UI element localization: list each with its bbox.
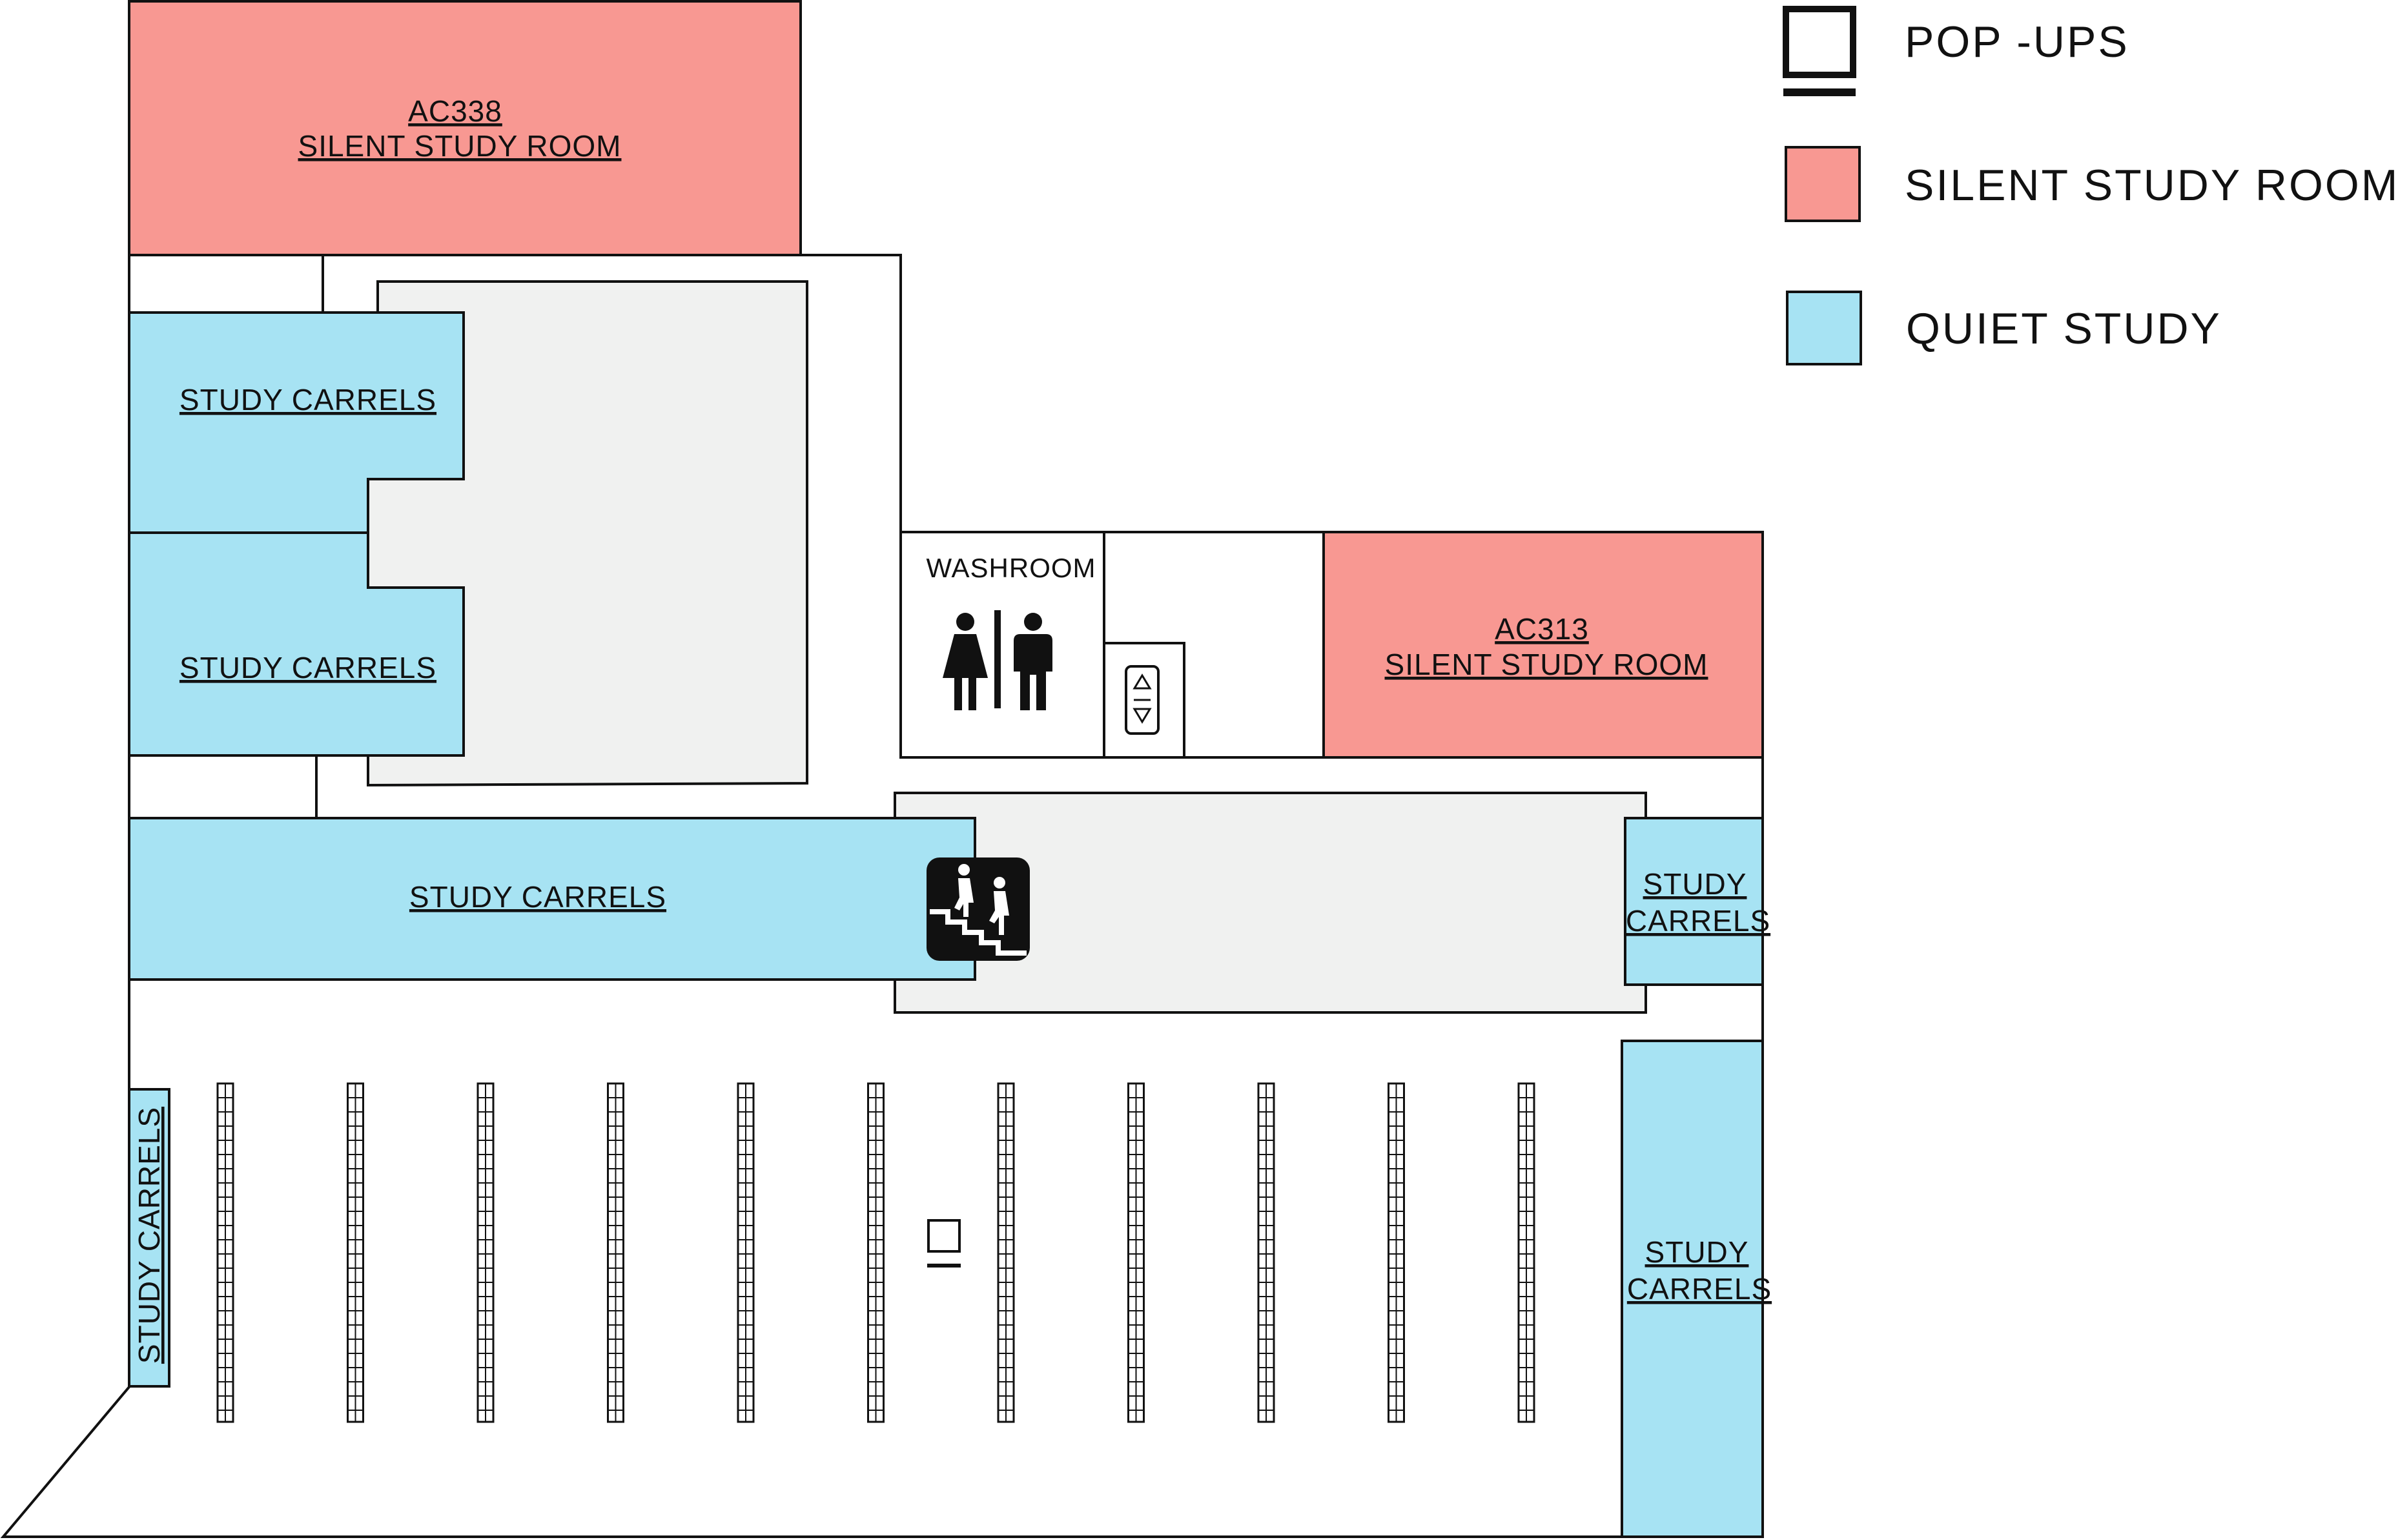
legend-item-quiet: QUIET STUDY [1786, 291, 2222, 365]
popup-station[interactable] [927, 1219, 961, 1268]
stairs-steps [930, 909, 1027, 956]
washroom-label: WASHROOM [926, 553, 1096, 583]
bookshelf-icon [477, 1082, 495, 1423]
carrels-long-band-label: STUDY CARRELS [409, 880, 666, 914]
bookshelf-icon [737, 1082, 755, 1423]
carrels-long-band[interactable]: STUDY CARRELS [128, 817, 976, 981]
bookshelf-icon [1388, 1082, 1405, 1423]
legend-label-silent: SILENT STUDY ROOMS [1905, 161, 2398, 210]
carrels-long-band-shape [128, 817, 976, 981]
legend-label-popups: POP -UPS [1905, 17, 2129, 67]
room-ac338[interactable]: AC338 SILENT STUDY ROOM [128, 0, 802, 256]
carrels-middle-left[interactable]: STUDY CARRELS [128, 531, 465, 757]
legend-swatch-quiet [1786, 291, 1862, 365]
room-ac313-shape [1322, 531, 1764, 759]
carrels-right-tall-shape [1621, 1040, 1764, 1538]
carrels-right-small[interactable]: STUDY CARRELS [1624, 817, 1770, 986]
washroom[interactable]: WASHROOM [926, 553, 1096, 710]
bookshelf-icon [1517, 1082, 1535, 1423]
room-ac313[interactable]: AC313 SILENT STUDY ROOM [1322, 531, 1764, 759]
legend: POP -UPS SILENT STUDY ROOMS QUIET STUDY [1783, 6, 2398, 365]
bookshelf-icon [607, 1082, 624, 1423]
carrels-right-small-line2: CARRELS [1626, 904, 1770, 938]
popup-legend-icon [1783, 6, 1856, 96]
carrels-left-vertical-shape [128, 1088, 170, 1388]
room-ac338-shape [128, 0, 802, 256]
stairs-figures [954, 864, 1009, 935]
legend-item-popups: POP -UPS [1783, 6, 2129, 96]
carrels-right-tall-line2: CARRELS [1627, 1272, 1772, 1306]
carrels-left-vertical-label: STUDY CARRELS [132, 1107, 166, 1364]
bookshelf-rows [216, 1082, 1535, 1423]
room-ac313-code: AC313 [1495, 612, 1589, 646]
room-ac338-name: SILENT STUDY ROOM [298, 129, 622, 163]
bookshelf-icon [867, 1082, 885, 1423]
legend-label-quiet: QUIET STUDY [1906, 304, 2222, 353]
elevator-icon [1125, 665, 1160, 735]
elevator[interactable] [1103, 642, 1185, 759]
stairs[interactable] [927, 857, 1030, 961]
room-ac338-code: AC338 [408, 94, 502, 128]
washroom-icon [943, 610, 1052, 710]
carrels-middle-left-label: STUDY CARRELS [179, 651, 436, 684]
carrels-upper-left-label: STUDY CARRELS [179, 383, 436, 416]
carrels-left-vertical[interactable]: STUDY CARRELS [128, 1088, 170, 1388]
carrels-right-tall[interactable]: STUDY CARRELS [1621, 1040, 1772, 1538]
bookshelf-icon [216, 1082, 234, 1423]
carrels-right-small-line1: STUDY [1643, 867, 1747, 901]
bookshelf-icon [1257, 1082, 1275, 1423]
room-ac313-name: SILENT STUDY ROOM [1385, 648, 1708, 681]
carrels-upper-left[interactable]: STUDY CARRELS [128, 311, 465, 534]
popup-station-icon [927, 1219, 961, 1268]
legend-item-silent: SILENT STUDY ROOMS [1785, 146, 2398, 222]
carrels-right-tall-line1: STUDY [1645, 1235, 1749, 1269]
bookshelf-icon [997, 1082, 1015, 1423]
bookshelf-icon [1127, 1082, 1145, 1423]
legend-swatch-silent [1785, 146, 1861, 222]
carrels-right-small-shape [1624, 817, 1764, 986]
carrels-middle-left-shape [128, 531, 465, 757]
bookshelf-icon [347, 1082, 364, 1423]
